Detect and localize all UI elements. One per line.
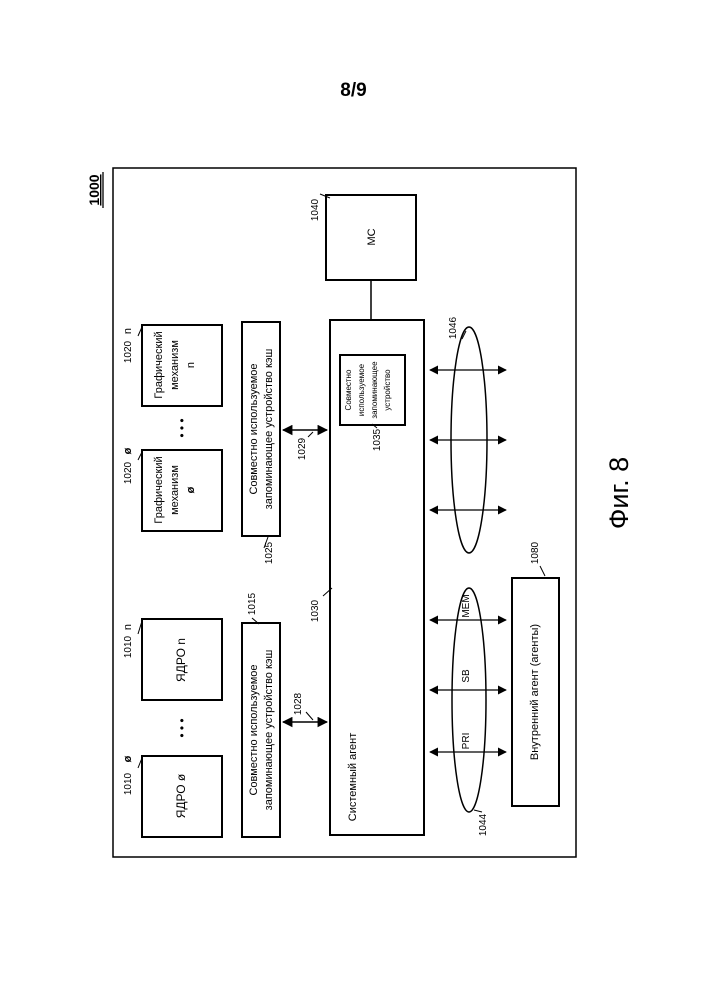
graphics-ellipsis: • • • xyxy=(175,418,189,437)
bus-label-mem: MEM xyxy=(461,594,472,617)
graphics-0-ref-suffix: ø xyxy=(122,447,134,454)
graphics-0-ref: 1020 xyxy=(123,461,134,484)
ring-bus-1044 xyxy=(452,588,486,812)
graphics-n-line1: Графический xyxy=(153,331,165,398)
graphics-n-line3: n xyxy=(185,362,197,368)
cache-graphics-line2: запоминающее устройство кэш xyxy=(263,348,275,509)
figure-caption: Фиг. 8 xyxy=(604,457,634,529)
link-1029-label: 1029 xyxy=(297,437,308,460)
core-n-ref: 1010 xyxy=(123,635,134,658)
link-1028-label: 1028 xyxy=(293,692,304,715)
inner-cache-line1: Совместно xyxy=(344,369,353,410)
ring-bus-1046-ref: 1046 xyxy=(448,316,459,339)
ring-bus-1044-ref: 1044 xyxy=(478,813,489,836)
core-0-label: ЯДРО ø xyxy=(174,773,188,818)
core-n-label: ЯДРО n xyxy=(174,638,188,682)
graphics-0-line3: ø xyxy=(185,486,197,493)
system-agent-label: Системный агент xyxy=(347,733,359,821)
inner-cache-line4: устройство xyxy=(383,369,392,411)
figure-ref: 1000 xyxy=(86,174,102,205)
system-agent-ref: 1030 xyxy=(310,599,321,622)
cache-cores-ref: 1015 xyxy=(247,592,258,615)
graphics-n-ref: 1020 xyxy=(123,340,134,363)
graphics-n-ref-suffix: n xyxy=(122,328,134,334)
internal-agent-ref: 1080 xyxy=(530,541,541,564)
mc-ref: 1040 xyxy=(310,198,321,221)
inner-cache-ref: 1035 xyxy=(372,428,383,451)
cache-cores-line2: запоминающее устройство кэш xyxy=(263,649,275,810)
graphics-0-line1: Графический xyxy=(153,456,165,523)
core-0-ref: 1010 xyxy=(123,772,134,795)
graphics-0-line2: механизм xyxy=(169,465,181,515)
core-0-ref-suffix: ø xyxy=(122,755,134,762)
graphics-n-line2: механизм xyxy=(169,340,181,390)
cache-cores-line1: Совместно используемое xyxy=(248,664,260,795)
bus-label-pri: PRI xyxy=(461,733,472,750)
inner-cache-line3: запоминающее xyxy=(370,361,379,419)
cache-graphics-line1: Совместно используемое xyxy=(248,363,260,494)
mc-label: MC xyxy=(366,228,378,245)
core-n-ref-suffix: n xyxy=(122,624,134,630)
bus-label-sb: SB xyxy=(461,669,472,683)
inner-cache-line2: используемое xyxy=(357,363,366,416)
internal-agent-label: Внутренний агент (агенты) xyxy=(529,624,541,760)
cores-ellipsis: • • • xyxy=(175,718,189,737)
